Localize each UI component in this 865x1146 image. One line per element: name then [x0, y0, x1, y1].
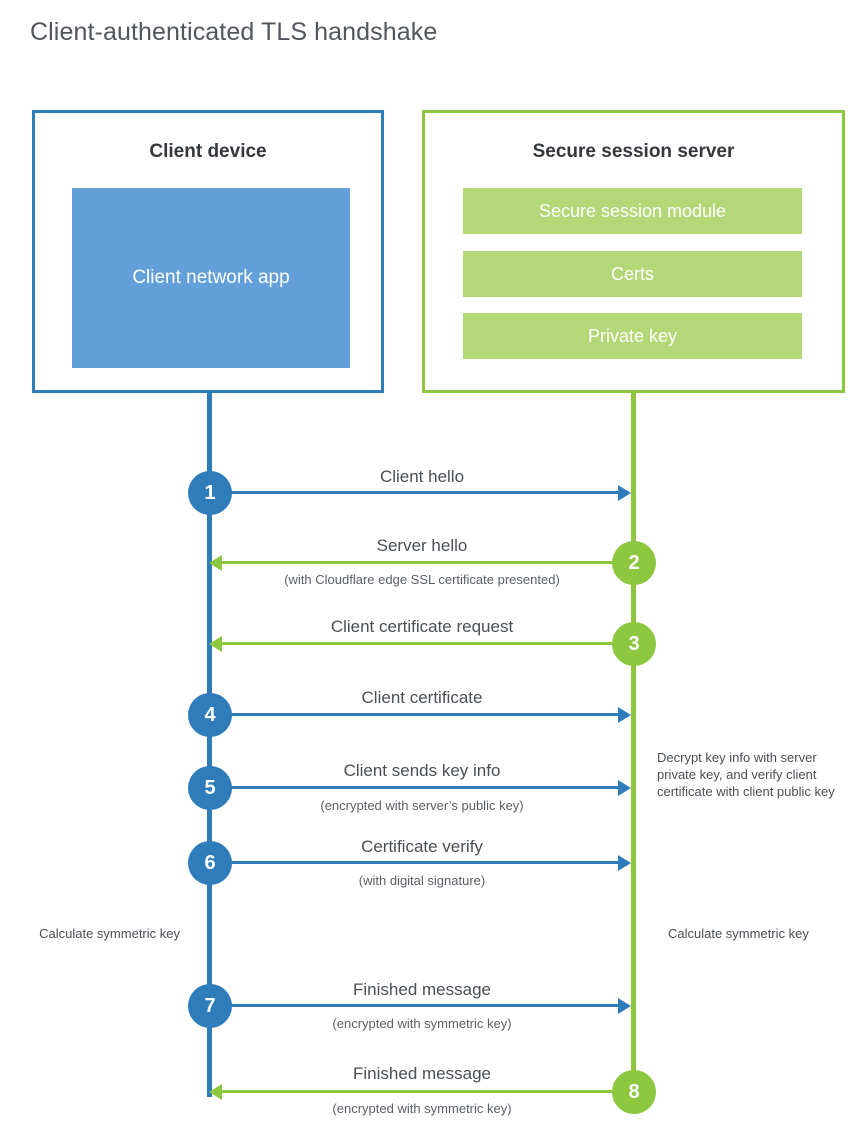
step-8-label: Finished message	[353, 1064, 491, 1083]
step-5-arrow-line	[212, 786, 622, 789]
secure-session-server-title: Secure session server	[532, 141, 735, 162]
step-6-badge[interactable]: 6	[188, 841, 232, 885]
step-4-arrow-line	[212, 713, 622, 716]
server-module-private-key: Private key	[463, 313, 802, 359]
step-1-arrow-line	[212, 491, 622, 494]
step-4-arrow-head	[618, 707, 631, 723]
step-4-badge[interactable]: 4	[188, 693, 232, 737]
step-5-arrow-head	[618, 780, 631, 796]
step-7-arrow-head	[618, 998, 631, 1014]
client-lifeline	[207, 393, 212, 1097]
step-3-label: Client certificate request	[330, 617, 514, 636]
client-network-app-label: Client network app	[132, 267, 290, 288]
server-module-certs: Certs	[463, 251, 802, 297]
step-1-label: Client hello	[379, 467, 465, 486]
step-7-sublabel: (encrypted with symmetric key)	[332, 1016, 512, 1031]
step-2-label: Server hello	[376, 536, 468, 555]
step-3-arrow-line	[222, 642, 634, 645]
step-2-arrow-head	[209, 555, 222, 571]
step-8-badge[interactable]: 8	[612, 1070, 656, 1114]
step-1-badge[interactable]: 1	[188, 471, 232, 515]
step-6-sublabel: (with digital signature)	[358, 873, 486, 888]
step-6-arrow-head	[618, 855, 631, 871]
client-network-app-box: Client network app	[72, 188, 350, 368]
step-7-label: Finished message	[353, 980, 491, 999]
server-decrypt-note: Decrypt key info with server private key…	[657, 750, 835, 799]
client-device-title: Client device	[149, 141, 267, 162]
step-7-arrow-line	[212, 1004, 622, 1007]
step-2-badge[interactable]: 2	[612, 541, 656, 585]
step-2-arrow-line	[222, 561, 634, 564]
step-8-sublabel: (encrypted with symmetric key)	[332, 1101, 512, 1116]
step-8-arrow-line	[222, 1090, 634, 1093]
step-3-badge[interactable]: 3	[612, 622, 656, 666]
secure-session-server-box: Secure session server Secure session mod…	[422, 110, 845, 393]
step-5-badge[interactable]: 5	[188, 766, 232, 810]
server-calculate-symmetric-key-note: Calculate symmetric key	[668, 926, 809, 941]
server-lifeline	[631, 393, 636, 1093]
step-4-label: Client certificate	[361, 688, 483, 707]
step-1-arrow-head	[618, 485, 631, 501]
step-2-sublabel: (with Cloudflare edge SSL certificate pr…	[284, 572, 560, 587]
server-module-secure-session-module: Secure session module	[463, 188, 802, 234]
step-8-arrow-head	[209, 1084, 222, 1100]
client-device-box: Client device Client network app	[32, 110, 384, 393]
step-6-arrow-line	[212, 861, 622, 864]
step-3-arrow-head	[209, 636, 222, 652]
page-title: Client-authenticated TLS handshake	[30, 18, 438, 46]
step-7-badge[interactable]: 7	[188, 984, 232, 1028]
step-6-label: Certificate verify	[361, 837, 483, 856]
step-5-sublabel: (encrypted with server’s public key)	[320, 798, 524, 813]
step-5-label: Client sends key info	[343, 761, 501, 780]
client-calculate-symmetric-key-note: Calculate symmetric key	[39, 926, 180, 941]
